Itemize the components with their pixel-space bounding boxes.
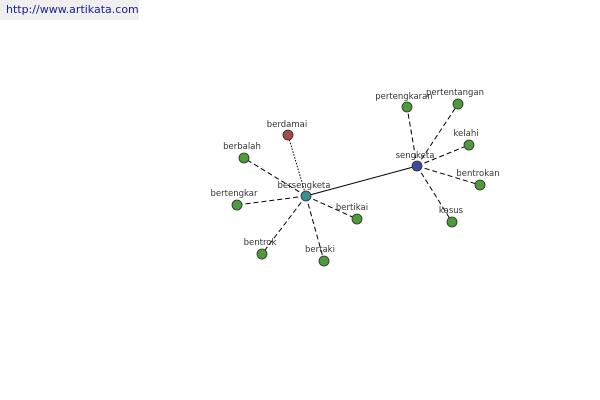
node-label-bersengketa[interactable]: bersengketa — [278, 181, 331, 191]
node-dot-kasus[interactable] — [446, 216, 458, 228]
node-dot-kelahi[interactable] — [463, 139, 475, 151]
node-dot-pertengkaran[interactable] — [401, 101, 413, 113]
node-sengketa[interactable]: sengketa — [396, 151, 435, 172]
edge-bersengketa-sengketa — [305, 165, 418, 197]
node-label-sengketa[interactable]: sengketa — [396, 151, 435, 161]
node-bertengkar[interactable]: bertengkar — [211, 189, 258, 211]
edge-sengketa-pertengkaran — [406, 106, 418, 167]
node-label-bertengkar[interactable]: bertengkar — [211, 189, 258, 199]
edge-bersengketa-berbalah — [243, 157, 307, 197]
node-label-bertikai[interactable]: bertikai — [336, 203, 368, 213]
node-dot-bentrokan[interactable] — [474, 179, 486, 191]
edge-sengketa-kelahi — [416, 144, 470, 167]
node-bentrokan[interactable]: bentrokan — [456, 169, 500, 191]
node-label-bertaki[interactable]: bertaki — [305, 245, 335, 255]
node-dot-pertentangan[interactable] — [452, 98, 464, 110]
node-dot-sengketa[interactable] — [411, 160, 423, 172]
node-label-bentrok[interactable]: bentrok — [244, 238, 277, 248]
edge-bersengketa-bertikai — [305, 195, 358, 220]
node-kasus[interactable]: kasus — [439, 206, 464, 228]
node-label-pertengkaran[interactable]: pertengkaran — [375, 92, 433, 102]
node-label-berdamai[interactable]: berdamai — [267, 120, 307, 130]
node-layer: bersengketa sengketa berdamai berbalah berte… — [211, 88, 500, 267]
node-label-pertentangan[interactable]: pertentangan — [426, 88, 484, 98]
node-kelahi[interactable]: kelahi — [453, 129, 479, 151]
node-dot-bertengkar[interactable] — [231, 199, 243, 211]
node-dot-bertaki[interactable] — [318, 255, 330, 267]
edge-sengketa-pertentangan — [416, 103, 459, 167]
edge-sengketa-kasus — [416, 165, 453, 223]
site-banner: http://www.artikata.com — [0, 0, 139, 20]
node-berbalah[interactable]: berbalah — [223, 142, 261, 164]
node-bertaki[interactable]: bertaki — [305, 245, 335, 267]
node-dot-bertikai[interactable] — [351, 213, 363, 225]
edge-bersengketa-bertengkar — [236, 195, 307, 206]
site-url-link[interactable]: http://www.artikata.com — [6, 3, 139, 16]
node-dot-berdamai[interactable] — [282, 129, 294, 141]
node-bersengketa[interactable]: bersengketa — [278, 181, 331, 202]
node-bertikai[interactable]: bertikai — [336, 203, 368, 225]
node-label-kasus[interactable]: kasus — [439, 206, 464, 216]
edge-sengketa-bentrokan — [416, 165, 481, 186]
node-dot-bentrok[interactable] — [256, 248, 268, 260]
edge-bersengketa-bertaki — [305, 195, 325, 262]
node-label-kelahi[interactable]: kelahi — [453, 129, 478, 139]
edge-bersengketa-bentrok — [261, 195, 307, 255]
node-pertengkaran[interactable]: pertengkaran — [375, 92, 433, 113]
node-label-bentrokan[interactable]: bentrokan — [456, 169, 499, 179]
node-berdamai[interactable]: berdamai — [267, 120, 307, 141]
node-bentrok[interactable]: bentrok — [244, 238, 277, 260]
edge-layer — [236, 103, 481, 262]
node-label-berbalah[interactable]: berbalah — [223, 142, 261, 152]
node-pertentangan[interactable]: pertentangan — [426, 88, 484, 110]
node-dot-berbalah[interactable] — [238, 152, 250, 164]
node-dot-bersengketa[interactable] — [300, 190, 312, 202]
